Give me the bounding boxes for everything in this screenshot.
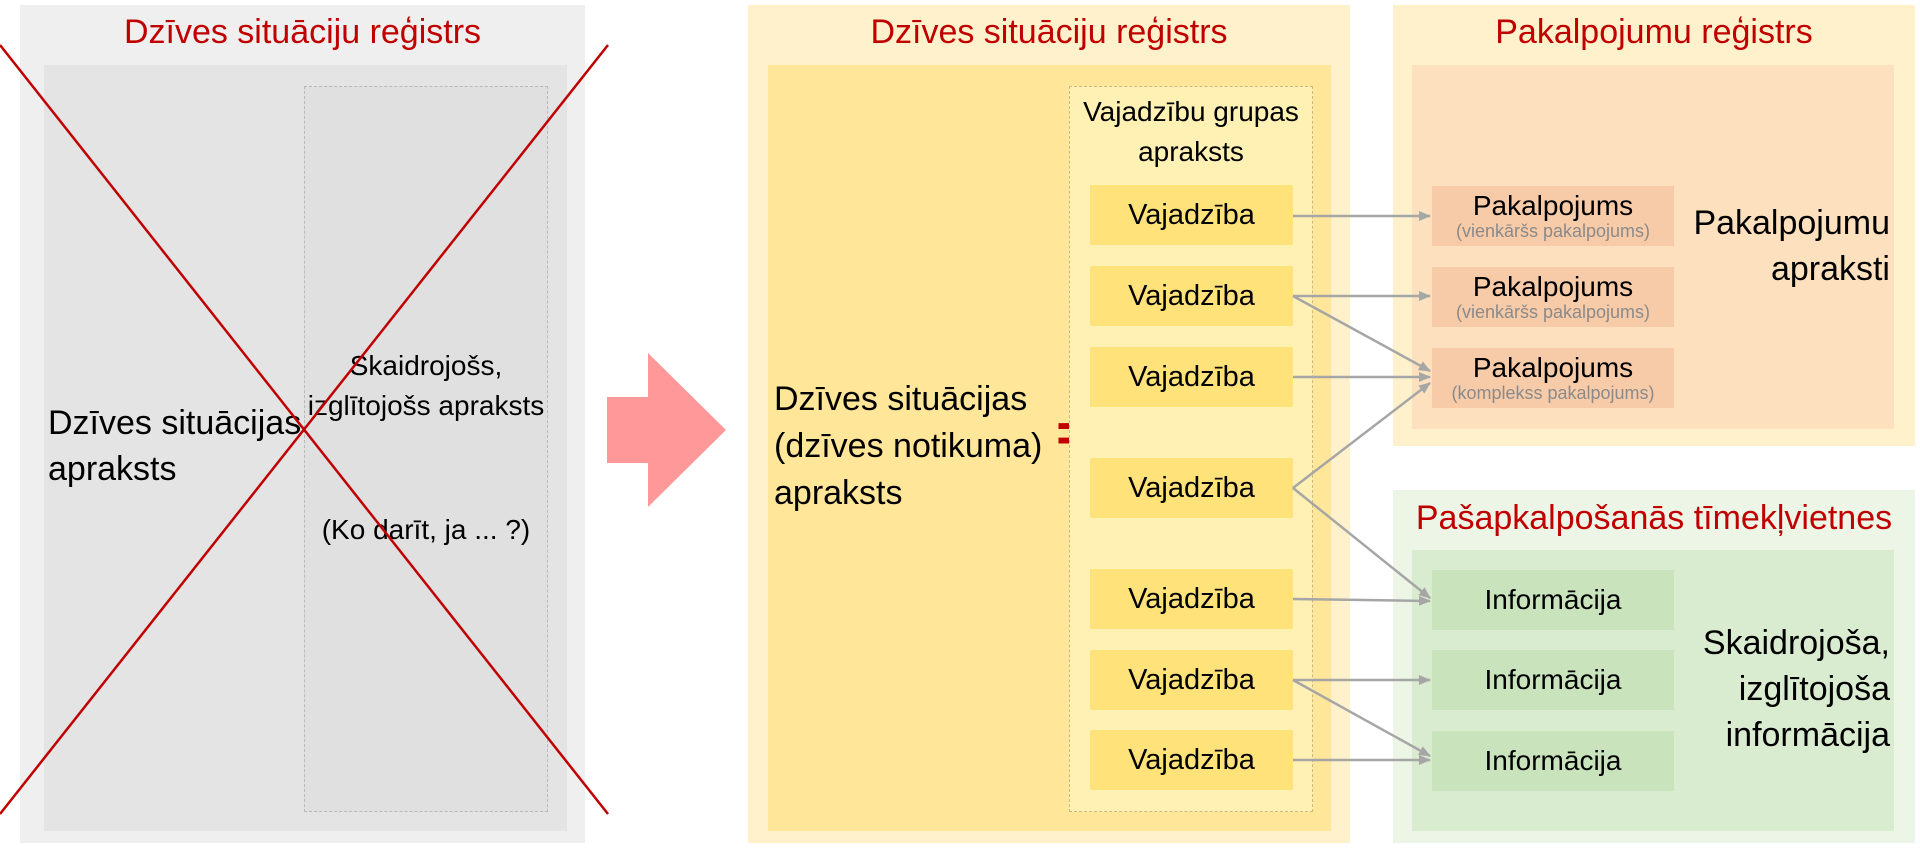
services-description: Pakalpojumu apraksti: [1693, 204, 1890, 288]
need-box: Vajadzība: [1090, 266, 1293, 326]
need-box: Vajadzība: [1090, 458, 1293, 518]
connector-arrow: [1292, 595, 1431, 606]
need-box: Vajadzība: [1090, 569, 1293, 629]
service-type: (komplekss pakalpojums): [1451, 383, 1655, 403]
service-box: Pakalpojums (vienkāršs pakalpojums): [1432, 186, 1674, 246]
services-register-title: Pakalpojumu reģistrs: [1495, 13, 1813, 51]
need-box: Vajadzība: [1090, 347, 1293, 407]
information-box: Informācija: [1432, 570, 1674, 630]
needs-group-title: Vajadzību grupas apraksts: [1083, 96, 1299, 167]
self-service-title: Pašapkalpošanās tīmekļvietnes: [1415, 499, 1893, 537]
connector-arrow: [1292, 382, 1431, 489]
life-situation-text: Dzīves situācijas (dzīves notikuma) apra…: [774, 380, 1043, 512]
life-register-title: Dzīves situāciju reģistrs: [870, 13, 1228, 51]
service-box: Pakalpojums (komplekss pakalpojums): [1432, 348, 1674, 408]
information-box: Informācija: [1432, 650, 1674, 710]
transition-arrow-icon: [607, 353, 726, 507]
old-explanatory-text: Skaidrojošs, izglītojošs apraksts: [307, 350, 545, 421]
service-label: Pakalpojums: [1472, 190, 1634, 221]
information-box: Informācija: [1432, 731, 1674, 791]
connector-arrow: [1292, 487, 1431, 599]
need-box: Vajadzība: [1090, 185, 1293, 245]
old-register-title: Dzīves situāciju reģistrs: [123, 13, 482, 51]
service-type: (vienkāršs pakalpojums): [1455, 302, 1651, 322]
self-service-description: Skaidrojoša, izglītojoša informācija: [1702, 624, 1890, 754]
service-type: (vienkāršs pakalpojums): [1455, 221, 1651, 241]
service-box: Pakalpojums (vienkāršs pakalpojums): [1432, 267, 1674, 327]
old-question-text: (Ko darīt, ja ... ?): [321, 514, 531, 545]
old-explanatory-box: [304, 86, 548, 812]
service-label: Pakalpojums: [1472, 352, 1634, 383]
connector-arrow: [1292, 678, 1431, 758]
service-label: Pakalpojums: [1472, 271, 1634, 302]
cross-out-icon: [0, 44, 609, 815]
connector-arrow: [1292, 294, 1431, 373]
need-box: Vajadzība: [1090, 650, 1293, 710]
old-life-situation-text: Dzīves situācijas apraksts: [48, 404, 302, 488]
need-box: Vajadzība: [1090, 730, 1293, 790]
